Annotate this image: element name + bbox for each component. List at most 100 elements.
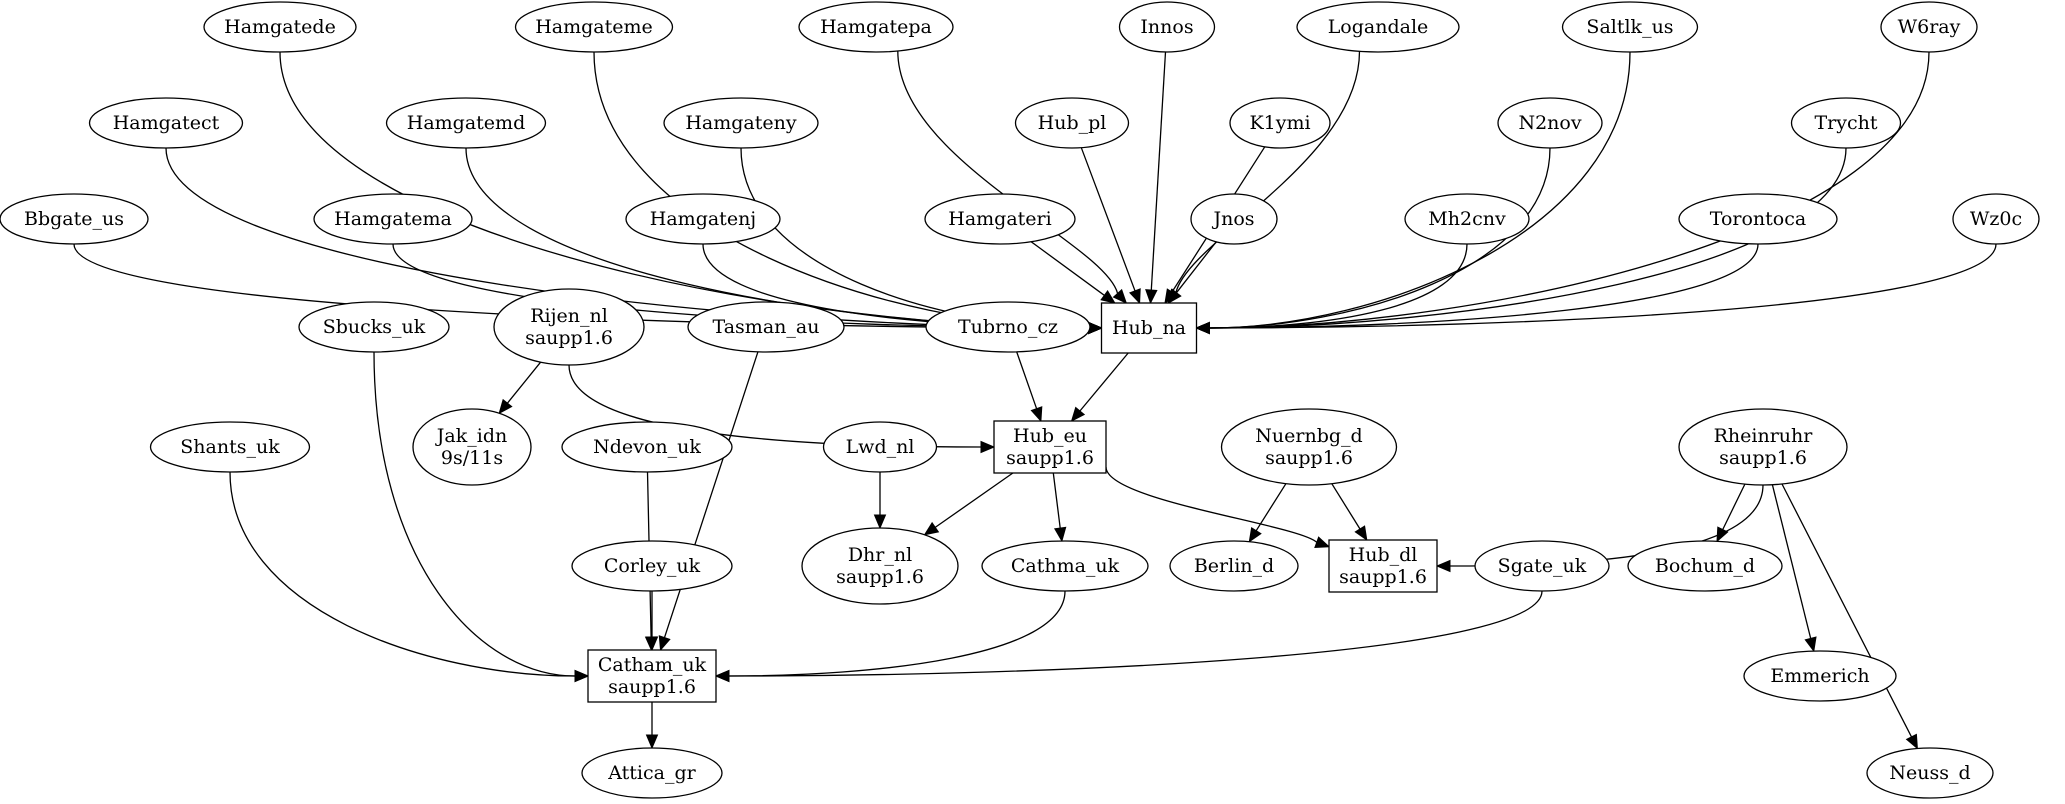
- arrowhead-rheinruhr-to-emmerich: [1804, 636, 1817, 653]
- node-ellipse: [1296, 1, 1460, 53]
- node-saltlk-us: Saltlk_us: [1561, 1, 1699, 53]
- node-label: Hub_eu: [1013, 425, 1087, 447]
- node-label: Sbucks_uk: [323, 316, 426, 338]
- node-ellipse: [1118, 1, 1216, 53]
- node-label: K1ymi: [1249, 112, 1310, 134]
- edge-rheinruhr-to-bochum_d: [1722, 483, 1746, 530]
- edge-cathma_uk-to-catham_uk: [728, 590, 1066, 677]
- node-ellipse: [1220, 408, 1398, 486]
- node-ellipse: [412, 408, 532, 486]
- node-ellipse: [1678, 193, 1838, 245]
- node-label: Nuernbg_d: [1255, 425, 1362, 447]
- edge-tubrno_cz-to-hub_eu: [1016, 351, 1038, 409]
- node-bochum-d: Bochum_d: [1627, 540, 1783, 592]
- arrowhead-nuernbg_d-to-berlin_d: [1248, 526, 1262, 543]
- node-ellipse: [1952, 193, 2040, 245]
- arrowhead-lwd_nl-to-dhr_nl: [873, 514, 887, 530]
- node-shants-uk: Shants_uk: [149, 421, 311, 473]
- edge-hamgatepa-to-hub_na: [897, 50, 1119, 294]
- node-bbgate-us: Bbgate_us: [0, 193, 149, 245]
- arrowhead-sgate_uk-to-catham_uk: [714, 669, 730, 683]
- node-label: Emmerich: [1770, 665, 1869, 687]
- edge-nuernbg_d-to-berlin_d: [1255, 483, 1287, 532]
- edge-hamgateri-to-hub_na: [1030, 241, 1105, 296]
- node-ellipse: [1743, 650, 1897, 702]
- node-label: Berlin_d: [1194, 555, 1274, 577]
- arrowhead-hamgateri-to-hub_na: [1100, 289, 1116, 304]
- node-hub-na: Hub_na: [1100, 302, 1198, 354]
- node-label: Neuss_d: [1889, 762, 1970, 784]
- node-box: [993, 420, 1107, 474]
- node-innos: Innos: [1118, 1, 1216, 53]
- node-hub-pl: Hub_pl: [1014, 97, 1130, 149]
- node-sublabel: saupp1.6: [1339, 566, 1427, 588]
- node-mh2cnv: Mh2cnv: [1404, 193, 1530, 245]
- arrowhead-rijen_nl-to-jak_idn: [498, 398, 513, 415]
- node-label: Hamgateny: [685, 112, 797, 134]
- edge-rijen_nl-to-jak_idn: [506, 361, 542, 404]
- edge-hub_eu-to-hub_dl: [1105, 466, 1318, 543]
- node-neuss-d: Neuss_d: [1866, 747, 1994, 799]
- edge-jnos-to-hub_na: [1175, 241, 1217, 294]
- node-ellipse: [981, 540, 1149, 592]
- node-attica-gr: Attica_gr: [581, 747, 723, 799]
- node-sublabel: saupp1.6: [836, 566, 924, 588]
- node-k1ymi: K1ymi: [1229, 97, 1331, 149]
- node-n2nov: N2nov: [1497, 97, 1603, 149]
- node-ellipse: [822, 421, 938, 473]
- node-label: Hamgatemd: [407, 112, 525, 134]
- node-ellipse: [561, 421, 733, 473]
- edge-innos-to-hub_na: [1150, 51, 1167, 291]
- node-ellipse: [581, 747, 723, 799]
- node-ellipse: [925, 301, 1091, 353]
- arrowhead-rheinruhr-to-hub_dl: [1435, 559, 1451, 573]
- arrowhead-logandale-to-hub_na: [1167, 288, 1182, 305]
- node-label: Saltlk_us: [1586, 16, 1673, 38]
- node-hamgateme: Hamgateme: [514, 1, 674, 53]
- node-label: Rheinruhr: [1714, 425, 1814, 447]
- node-label: Ndevon_uk: [593, 436, 701, 458]
- node-label: Hub_pl: [1038, 112, 1107, 134]
- arrowhead-hub_eu-to-cathma_uk: [1053, 526, 1067, 543]
- node-label: Torontoca: [1710, 208, 1806, 230]
- node-label: Attica_gr: [607, 762, 696, 784]
- node-ellipse: [1169, 540, 1299, 592]
- node-box: [587, 649, 717, 703]
- node-ellipse: [385, 97, 547, 149]
- node-trycht: Trycht: [1790, 97, 1902, 149]
- node-wz0c: Wz0c: [1952, 193, 2040, 245]
- node-label: Shants_uk: [180, 436, 280, 458]
- node-ellipse: [1404, 193, 1530, 245]
- edge-layer: [73, 50, 1997, 750]
- node-sublabel: 9s/11s: [441, 447, 503, 469]
- edge-hub_eu-to-dhr_nl: [934, 472, 1014, 528]
- node-ellipse: [798, 1, 954, 53]
- node-ellipse: [1866, 747, 1994, 799]
- arrowhead-hamgatepa-to-hub_na: [1112, 288, 1128, 304]
- edge-w6ray-to-hub_na: [1209, 51, 1930, 329]
- edge-logandale-to-hub_na: [1175, 51, 1361, 293]
- node-cathma-uk: Cathma_uk: [981, 540, 1149, 592]
- node-label: Tubrno_cz: [958, 316, 1058, 338]
- edge-wz0c-to-hub_na: [1209, 243, 1997, 329]
- arrowhead-corley_uk-to-catham_uk: [645, 636, 659, 652]
- node-ellipse: [663, 97, 819, 149]
- node-ndevon-uk: Ndevon_uk: [561, 421, 733, 473]
- node-hamgatema: Hamgatema: [313, 193, 473, 245]
- node-label: Cathma_uk: [1011, 555, 1120, 577]
- node-ellipse: [313, 193, 473, 245]
- node-hamgatemd: Hamgatemd: [385, 97, 547, 149]
- node-ellipse: [493, 288, 645, 366]
- edge-sbucks_uk-to-catham_uk: [373, 351, 576, 677]
- edge-shants_uk-to-catham_uk: [229, 471, 576, 677]
- node-ellipse: [0, 193, 149, 245]
- node-sublabel: saupp1.6: [525, 327, 613, 349]
- node-label: Rijen_nl: [530, 305, 608, 327]
- node-label: Dhr_nl: [848, 544, 912, 566]
- arrowhead-hub_eu-to-hub_dl: [1314, 536, 1331, 549]
